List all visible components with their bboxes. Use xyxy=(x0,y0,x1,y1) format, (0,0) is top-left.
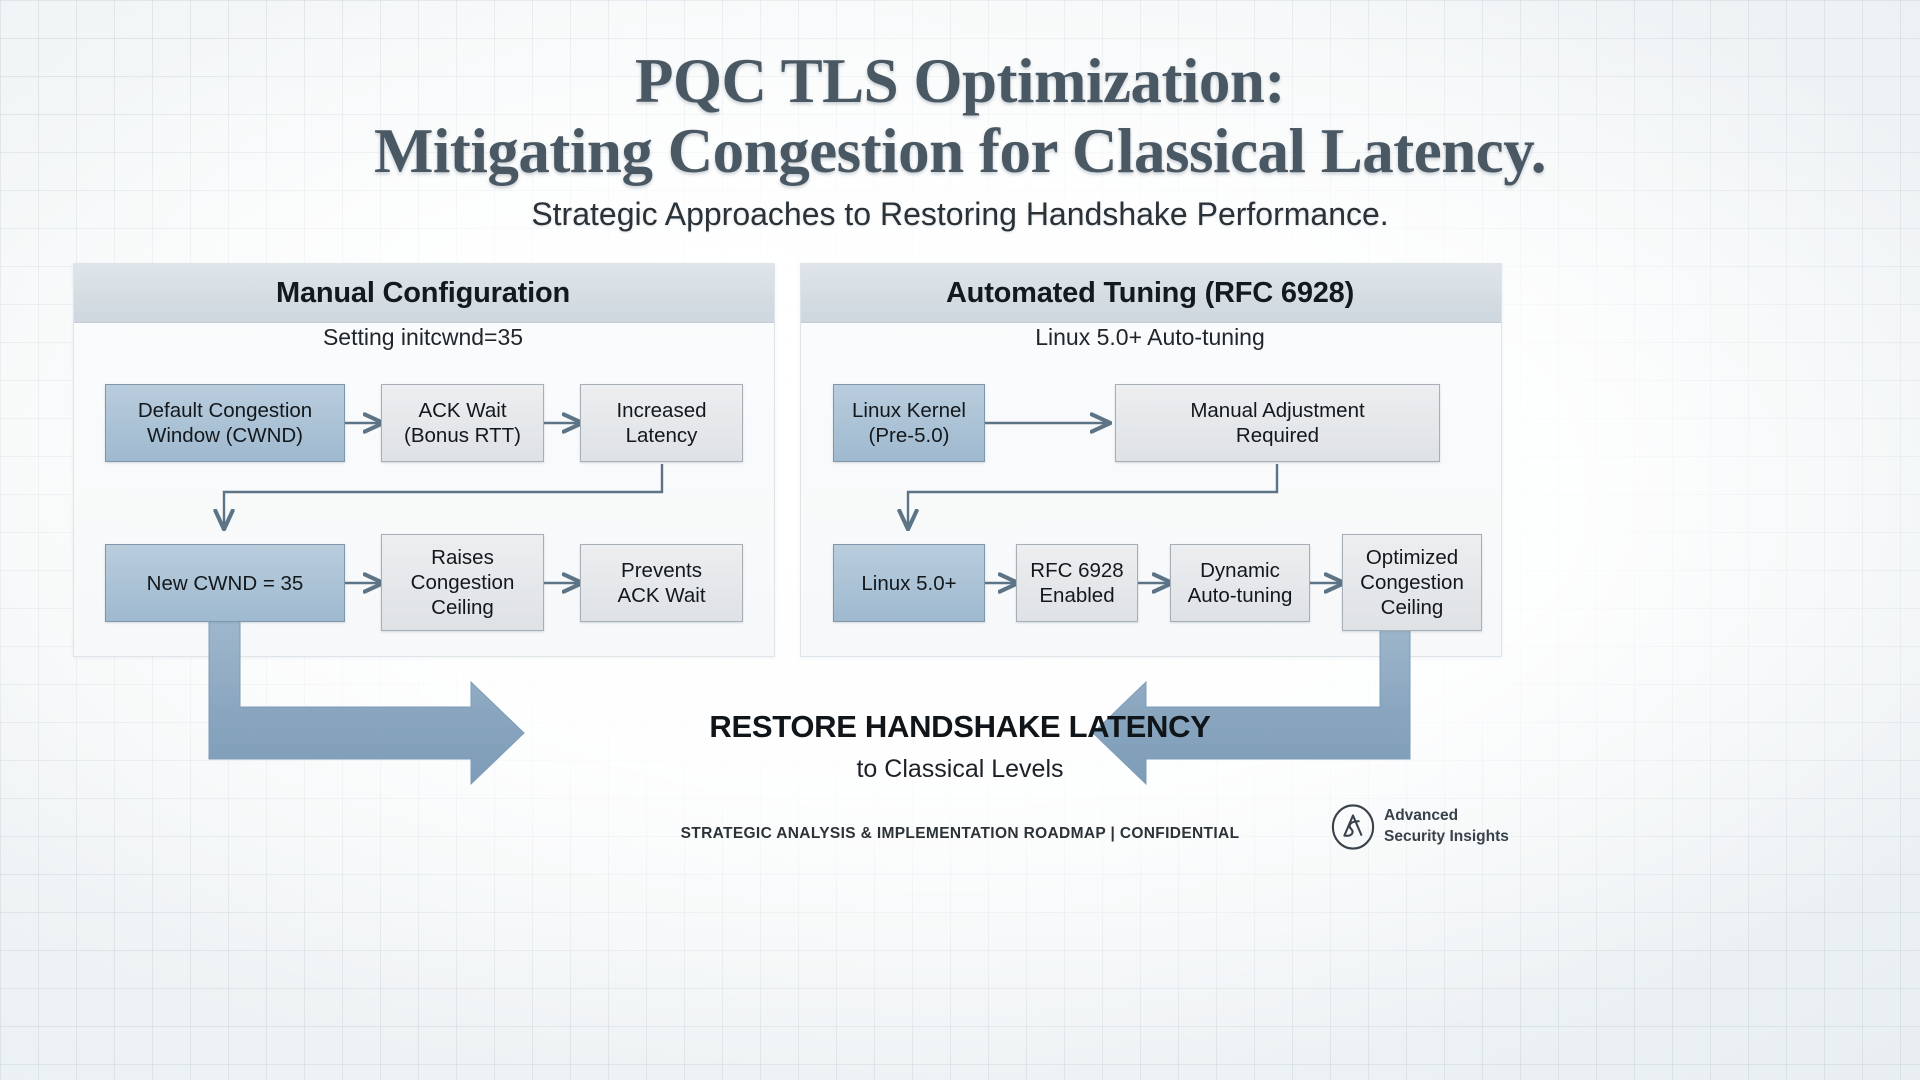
node-ack-wait[interactable]: ACK Wait (Bonus RTT) xyxy=(381,384,544,462)
node-line: Congestion xyxy=(1360,571,1464,594)
node-increased-latency[interactable]: Increased Latency xyxy=(580,384,743,462)
node-line: Ceiling xyxy=(1380,596,1444,619)
node-line: RFC 6928 xyxy=(1030,559,1124,582)
panel-header-band-right xyxy=(801,264,1501,323)
node-line: Window (CWND) xyxy=(146,424,304,447)
node-linux-5-plus[interactable]: Linux 5.0+ xyxy=(833,544,985,622)
node-default-congestion-window[interactable]: Default Congestion Window (CWND) xyxy=(105,384,345,462)
node-dynamic-auto-tuning[interactable]: Dynamic Auto-tuning xyxy=(1170,544,1310,622)
node-line: Auto-tuning xyxy=(1187,584,1293,607)
brand-logo: Advanced Security Insights xyxy=(1330,800,1530,858)
node-line: Latency xyxy=(625,424,698,447)
panel-header-band-left xyxy=(74,264,774,323)
panel-subtitle-manual-configuration: Setting initcwnd=35 xyxy=(322,324,524,350)
node-line: Default Congestion xyxy=(137,399,313,422)
node-line: Congestion xyxy=(410,571,515,594)
node-line: Optimized xyxy=(1365,546,1459,569)
node-rfc-6928-enabled[interactable]: RFC 6928 Enabled xyxy=(1016,544,1138,622)
panel-title-automated-tuning: Automated Tuning (RFC 6928) xyxy=(945,277,1355,309)
node-line: Enabled xyxy=(1039,584,1115,607)
node-line: Required xyxy=(1235,424,1320,447)
outcome-title: RESTORE HANDSHAKE LATENCY xyxy=(709,709,1211,744)
node-line: ACK Wait xyxy=(617,584,706,607)
outcome-subtitle: to Classical Levels xyxy=(856,755,1064,783)
brand-logo-text: Advanced Security Insights xyxy=(1384,805,1509,847)
node-line: Dynamic xyxy=(1200,559,1280,582)
node-optimized-congestion-ceiling[interactable]: Optimized Congestion Ceiling xyxy=(1342,534,1482,631)
panel-subtitle-automated-tuning: Linux 5.0+ Auto-tuning xyxy=(1035,324,1265,350)
node-manual-adjustment-required[interactable]: Manual Adjustment Required xyxy=(1115,384,1440,462)
node-line: (Bonus RTT) xyxy=(404,424,521,447)
shield-monogram-icon xyxy=(1331,804,1375,850)
page-subtitle: Strategic Approaches to Restoring Handsh… xyxy=(531,196,1389,232)
brand-logo-line-1: Advanced xyxy=(1384,807,1459,824)
node-line: Increased xyxy=(616,399,707,422)
node-line: Linux Kernel xyxy=(852,399,966,422)
brand-logo-line-2: Security Insights xyxy=(1384,828,1509,845)
node-raises-congestion-ceiling[interactable]: Raises Congestion Ceiling xyxy=(381,534,544,631)
node-line: Ceiling xyxy=(431,596,494,619)
node-line: Prevents xyxy=(621,559,702,582)
node-line: ACK Wait xyxy=(418,399,507,422)
node-prevents-ack-wait[interactable]: Prevents ACK Wait xyxy=(580,544,743,622)
footer-text: STRATEGIC ANALYSIS & IMPLEMENTATION ROAD… xyxy=(680,825,1240,842)
panel-title-manual-configuration: Manual Configuration xyxy=(275,277,571,309)
node-line: New CWND = 35 xyxy=(146,571,304,595)
node-new-cwnd[interactable]: New CWND = 35 xyxy=(105,544,345,622)
page-title-line-1: PQC TLS Optimization: xyxy=(635,46,1285,116)
node-line: Manual Adjustment xyxy=(1190,399,1365,422)
page-title-line-2: Mitigating Congestion for Classical Late… xyxy=(373,116,1547,186)
node-linux-kernel-pre-5[interactable]: Linux Kernel (Pre-5.0) xyxy=(833,384,985,462)
node-line: Linux 5.0+ xyxy=(861,571,957,595)
node-line: Raises xyxy=(431,546,494,569)
node-line: (Pre-5.0) xyxy=(868,424,950,447)
